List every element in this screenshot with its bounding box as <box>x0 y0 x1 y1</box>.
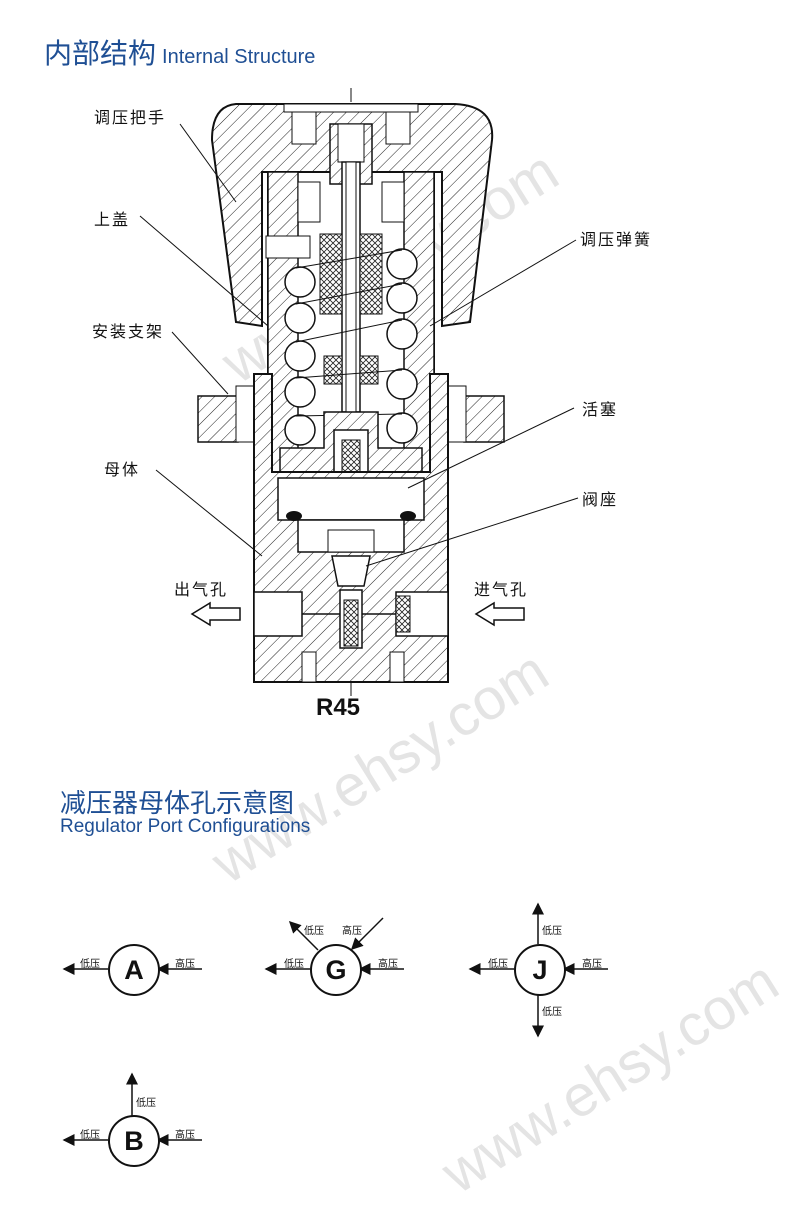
callout-adjusting-handle: 调压把手 <box>94 108 167 127</box>
low-pressure-label: 低压 <box>80 959 100 970</box>
inlet-arrow <box>474 601 525 627</box>
low-pressure-label-top: 低压 <box>136 1098 156 1109</box>
outlet-arrow <box>190 601 241 627</box>
callout-seat: 阀座 <box>582 490 619 509</box>
low-pressure-label-bottom: 低压 <box>542 1007 562 1018</box>
low-pressure-label: 低压 <box>488 959 508 970</box>
section-title-port-config-en: Regulator Port Configurations <box>60 816 311 837</box>
low-pressure-label-upper: 低压 <box>304 926 324 937</box>
title-en: Internal Structure <box>162 46 316 68</box>
port-letter-g: G <box>310 944 362 996</box>
port-letter-a: A <box>108 944 160 996</box>
callout-body: 母体 <box>104 460 141 479</box>
low-pressure-label-top: 低压 <box>542 926 562 937</box>
callout-piston: 活塞 <box>582 400 619 419</box>
callout-cap: 上盖 <box>94 210 131 229</box>
callout-mounting-bracket: 安装支架 <box>92 322 165 341</box>
callout-adjusting-spring: 调压弹簧 <box>580 230 653 249</box>
low-pressure-label: 低压 <box>80 1130 100 1141</box>
section-title-port-config-cn: 减压器母体孔示意图 <box>60 789 295 819</box>
model-label: R45 <box>316 694 361 721</box>
outlet-label: 出气孔 <box>174 580 229 599</box>
low-pressure-label: 低压 <box>284 959 304 970</box>
title-cn: 内部结构 <box>44 37 157 70</box>
port-letter-j: J <box>514 944 566 996</box>
high-pressure-label: 高压 <box>378 959 398 970</box>
high-pressure-label-upper: 高压 <box>342 926 362 937</box>
high-pressure-label: 高压 <box>175 1130 195 1141</box>
high-pressure-label: 高压 <box>175 959 195 970</box>
adjusting-handle <box>210 103 494 328</box>
inlet-label: 进气孔 <box>474 580 529 599</box>
high-pressure-label: 高压 <box>582 959 602 970</box>
port-letter-b: B <box>108 1115 160 1167</box>
